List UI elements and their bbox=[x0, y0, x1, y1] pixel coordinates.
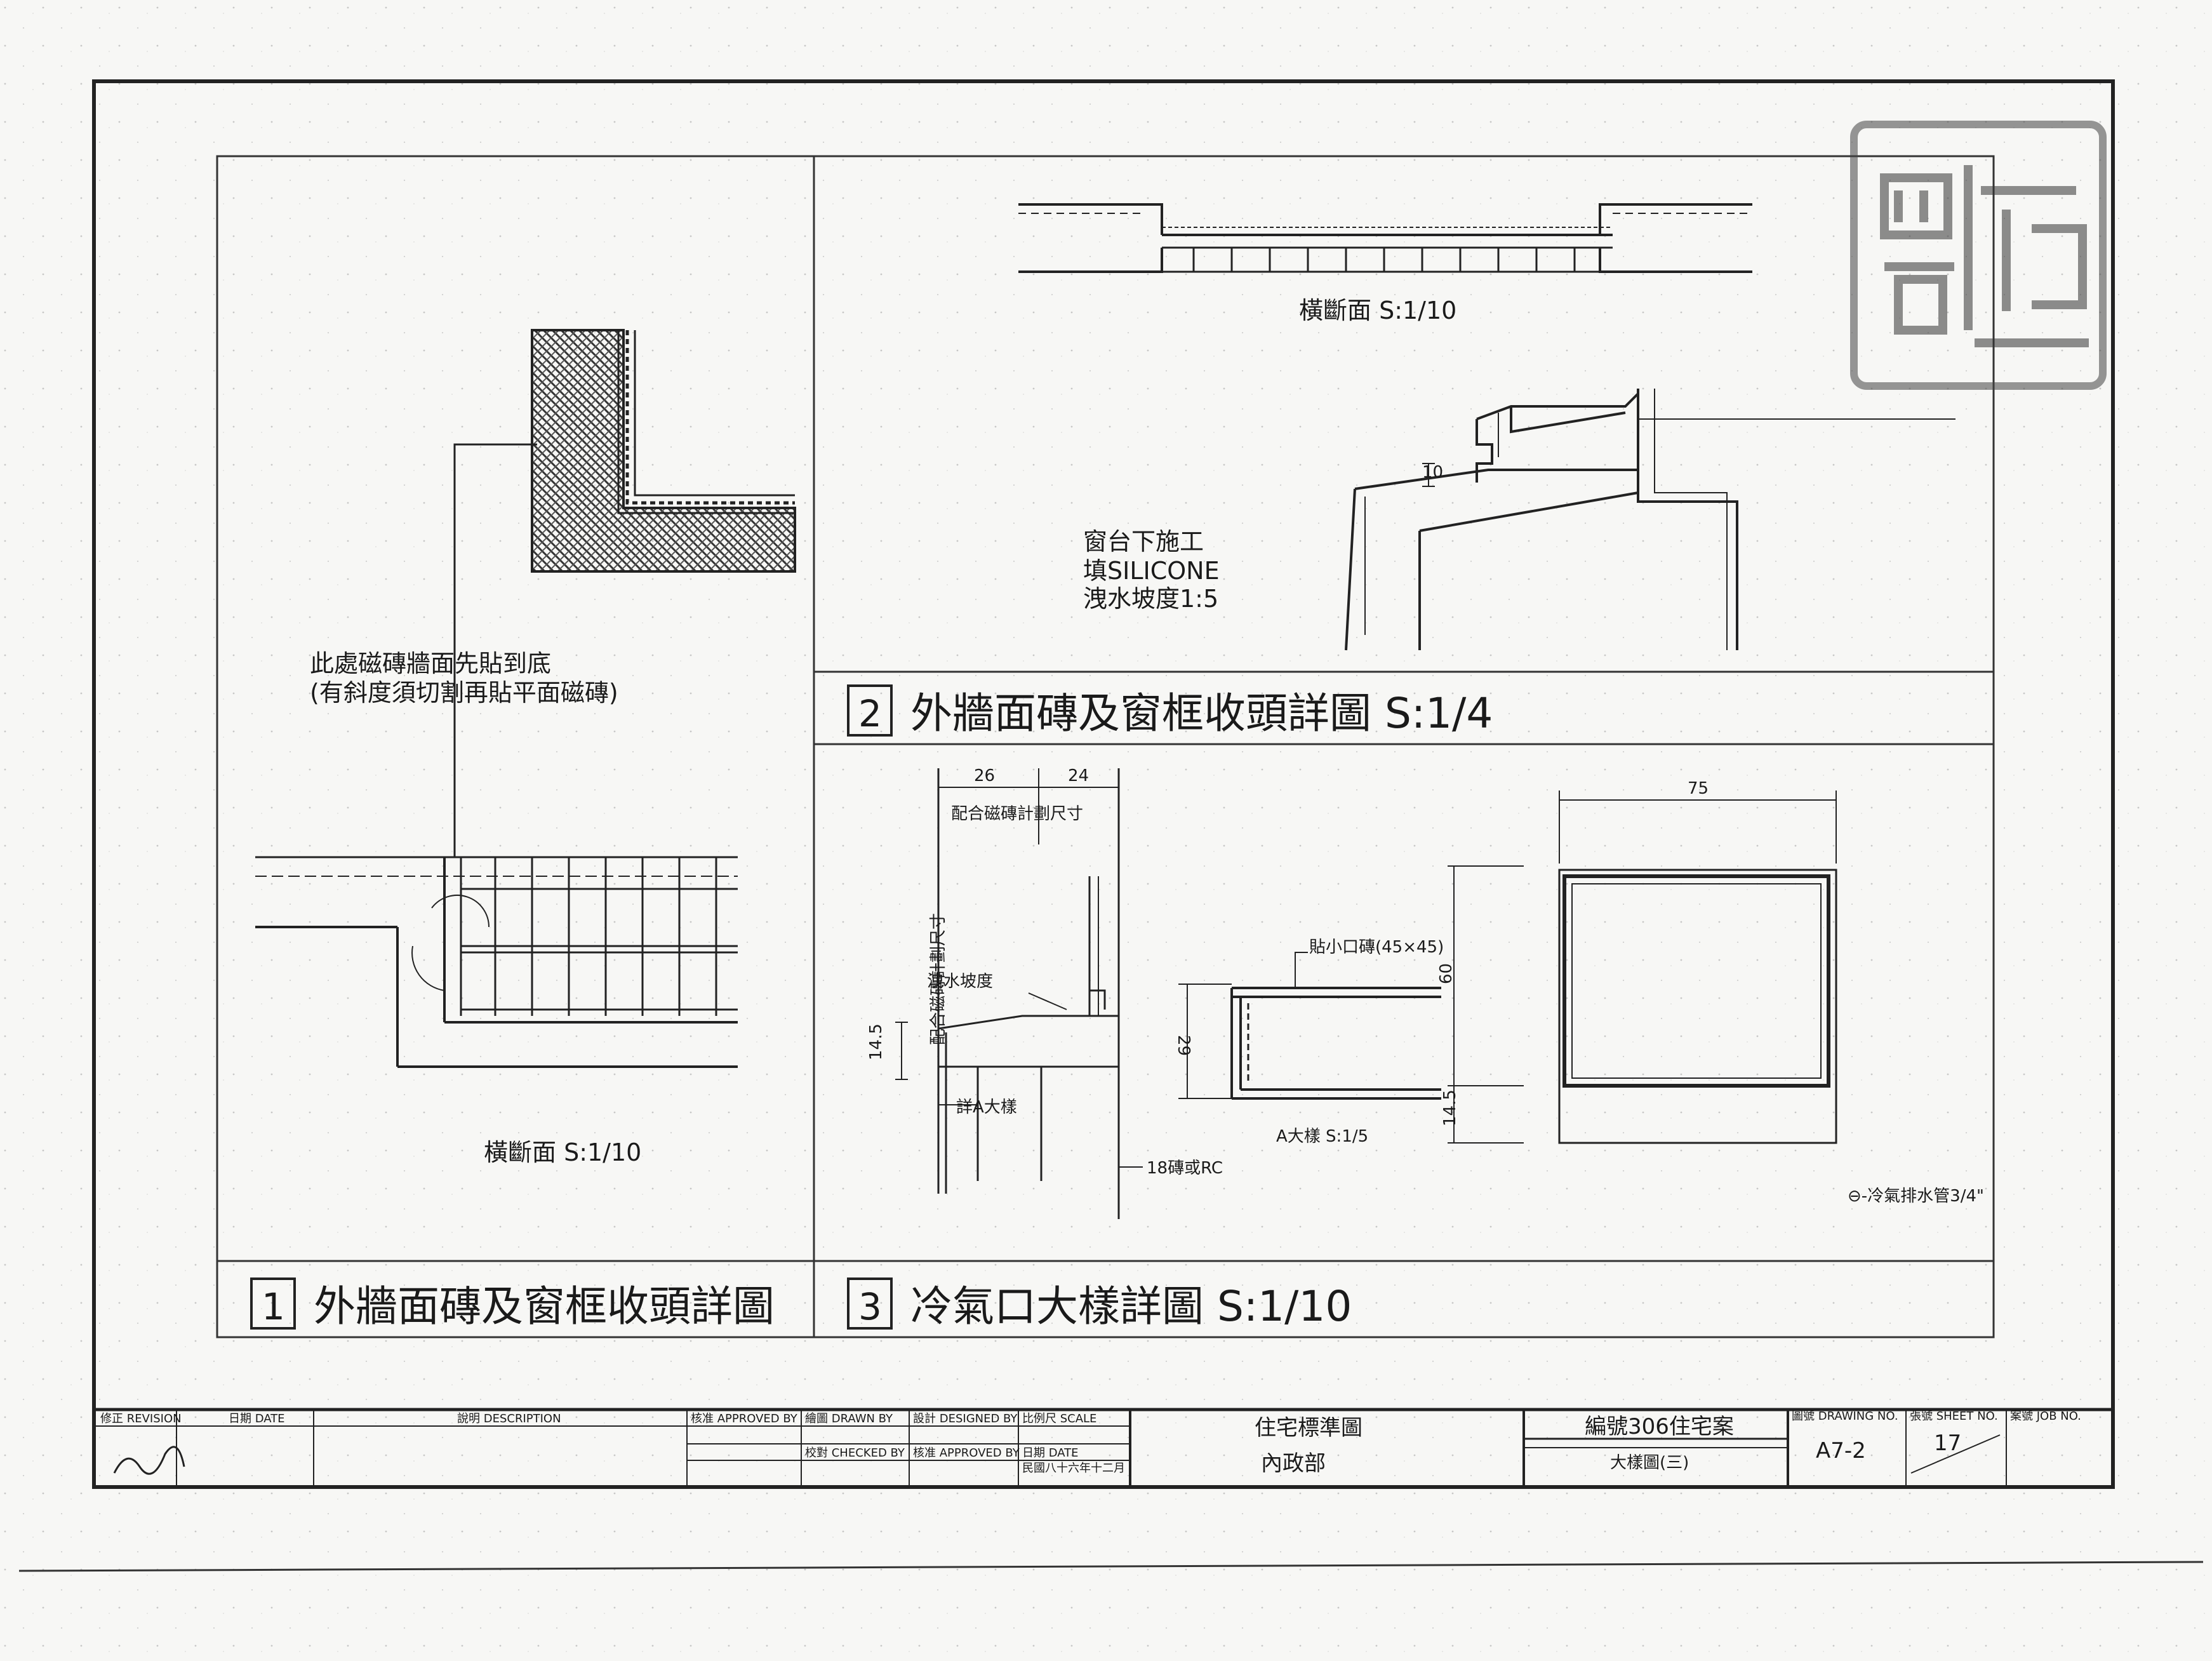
tb-project-title: 住宅標準圖 bbox=[1255, 1415, 1363, 1441]
tb-approved: 核准 APPROVED BY bbox=[691, 1412, 798, 1425]
panel1-section-label: 橫斷面 S:1/10 bbox=[484, 1138, 641, 1166]
panel2-section-label: 橫斷面 S:1/10 bbox=[1299, 297, 1456, 324]
panel2-number: 2 bbox=[858, 692, 882, 735]
tb-scale: 比例尺 SCALE bbox=[1022, 1412, 1096, 1425]
tb-sheet-no-label: 張號 SHEET NO. bbox=[1910, 1410, 1998, 1423]
tb-revision: 修正 REVISION bbox=[100, 1412, 182, 1425]
panel3-dim-29: 29 bbox=[1174, 1035, 1193, 1056]
panel2-dim-10: 10 bbox=[1422, 463, 1443, 482]
panel3-dim-75: 75 bbox=[1688, 779, 1709, 798]
tb-checked: 校對 CHECKED BY bbox=[805, 1446, 905, 1460]
tb-designed: 設計 DESIGNED BY bbox=[913, 1412, 1018, 1425]
panel3-a-detail bbox=[1178, 952, 1441, 1100]
tb-sheet-no: 17 bbox=[1934, 1431, 1961, 1456]
panel1-title: 外牆面磚及窗框收頭詳圖 bbox=[314, 1282, 775, 1331]
panel3-slope-note: 洩水坡度 bbox=[927, 972, 993, 991]
panel2-note-line3: 洩水坡度1:5 bbox=[1083, 585, 1218, 613]
panel3-dim-60: 60 bbox=[1437, 963, 1456, 984]
panel3-tile-dim-note: 配合磁磚計劃尺寸 bbox=[951, 804, 1083, 824]
panel3-section bbox=[895, 768, 1143, 1219]
panel3-dim-145a: 14.5 bbox=[867, 1024, 886, 1060]
tb-drawing-no: A7-2 bbox=[1816, 1438, 1866, 1464]
panel2-note-line1: 窗台下施工 bbox=[1083, 528, 1204, 556]
panel3-beam-label: 詳A大樣 bbox=[956, 1098, 1017, 1117]
tb-ministry: 內政部 bbox=[1261, 1451, 1326, 1476]
tb-drawn: 繪圖 DRAWN BY bbox=[805, 1412, 893, 1425]
panel3-rc-label: 18磚或RC bbox=[1147, 1159, 1223, 1178]
panel3-dim-26: 26 bbox=[974, 766, 995, 785]
panel3-dim-24: 24 bbox=[1068, 766, 1089, 785]
panel3-number: 3 bbox=[858, 1285, 882, 1328]
panel3-detail-label: A大樣 S:1/5 bbox=[1276, 1127, 1368, 1146]
tb-date-value: 民國八十六年十二月 bbox=[1022, 1462, 1125, 1475]
tb-drawing-no-label: 圖號 DRAWING NO. bbox=[1792, 1410, 1898, 1423]
seal-stamp bbox=[1850, 121, 2107, 390]
panel2-sill-detail bbox=[1345, 389, 1955, 651]
panel3-title: 冷氣口大樣詳圖 S:1/10 bbox=[910, 1282, 1352, 1331]
panel3-dim-145b: 14.5 bbox=[1441, 1090, 1460, 1126]
outer-border bbox=[92, 79, 2115, 1489]
panel1-number: 1 bbox=[262, 1285, 285, 1328]
panel3-side-dim-note: 配合磁磚計劃尺寸 bbox=[929, 913, 948, 1045]
panel3-aircon-opening bbox=[1448, 790, 1837, 1144]
panel2-note-line2: 填SILICONE bbox=[1083, 557, 1220, 585]
panel3-tile-note: 貼小口磚(45×45) bbox=[1309, 938, 1444, 957]
title-block bbox=[94, 1408, 2113, 1487]
panel1-detail bbox=[255, 329, 796, 1068]
panel2-window-section bbox=[1018, 203, 1752, 273]
panel1-note-line2: (有斜度須切割再貼平面磁磚) bbox=[310, 679, 618, 707]
tb-sheet-name: 大樣圖(三) bbox=[1610, 1453, 1689, 1472]
tb-job-no-label: 案號 JOB NO. bbox=[2010, 1410, 2081, 1423]
tb-date: 日期 DATE bbox=[229, 1412, 285, 1425]
inner-border bbox=[216, 155, 1995, 1338]
tb-date2: 日期 DATE bbox=[1022, 1446, 1079, 1460]
tb-approved2: 核准 APPROVED BY bbox=[913, 1446, 1020, 1460]
panel1-note-line1: 此處磁磚牆面先貼到底 bbox=[310, 650, 551, 677]
tb-case-no: 編號306住宅案 bbox=[1585, 1414, 1734, 1439]
panel3-drain-note: ⊖-冷氣排水管3/4" bbox=[1848, 1187, 1984, 1206]
panel2-title: 外牆面磚及窗框收頭詳圖 S:1/4 bbox=[910, 689, 1493, 738]
tb-description: 說明 DESCRIPTION bbox=[457, 1412, 561, 1425]
tile-grid bbox=[460, 857, 738, 1016]
